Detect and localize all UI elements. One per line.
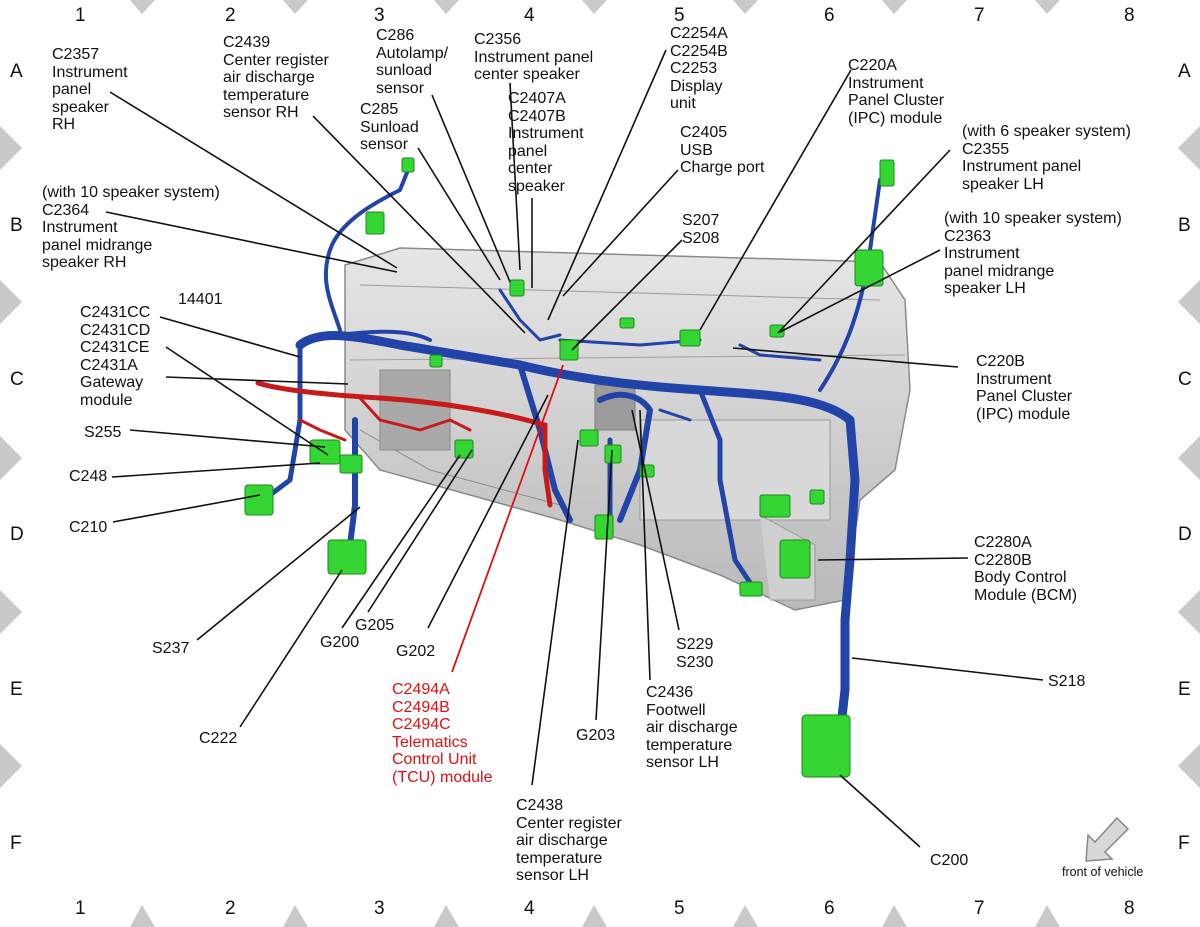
grid-col-7-top: 7	[974, 5, 985, 26]
callout-c2355: (with 6 speaker system) C2355 Instrument…	[962, 123, 1131, 193]
callout-14401: 14401	[178, 291, 223, 308]
grid-col-1-top: 1	[75, 5, 86, 26]
callout-c2254: C2254A C2254B C2253 Display unit	[670, 25, 728, 112]
grid-col-3-bottom: 3	[374, 898, 385, 919]
callout-s229: S229 S230	[676, 636, 714, 671]
callout-c248: C248	[69, 468, 108, 485]
grid-row-e-right: E	[1178, 679, 1191, 700]
callout-g202: G202	[396, 643, 436, 660]
callout-c222: C222	[199, 730, 238, 747]
callout-c2436: C2436 Footwell air discharge temperature…	[646, 684, 738, 771]
grid-col-5-top: 5	[674, 5, 685, 26]
callout-g205: G205	[355, 617, 395, 634]
grid-row-b-right: B	[1178, 215, 1191, 236]
red-wiring-harness	[255, 380, 553, 508]
grid-row-b-left: B	[10, 215, 23, 236]
grid-row-a-left: A	[10, 61, 23, 82]
callout-c2407: C2407A C2407B Instrument panel center sp…	[508, 90, 584, 195]
grid-col-4-top: 4	[524, 5, 535, 26]
front-of-vehicle-arrow-icon	[1085, 816, 1130, 862]
callout-g203: G203	[576, 727, 616, 744]
callout-c200: C200	[930, 852, 969, 869]
callout-c2405: C2405 USB Charge port	[680, 124, 765, 176]
callout-leader-lines	[105, 49, 1044, 848]
grid-col-2-top: 2	[225, 5, 236, 26]
grid-row-d-right: D	[1178, 524, 1192, 545]
grid-row-c-right: C	[1178, 369, 1192, 390]
callout-c2439: C2439 Center register air discharge temp…	[223, 34, 329, 121]
tcu-leader-line	[451, 364, 564, 673]
callout-c2357: C2357 Instrument panel speaker RH	[52, 46, 128, 133]
callout-c2364: (with 10 speaker system) C2364 Instrumen…	[42, 184, 220, 271]
callout-c220b: C220B Instrument Panel Cluster (IPC) mod…	[976, 353, 1073, 423]
callout-c286: C286 Autolamp/ sunload sensor	[376, 27, 449, 97]
callout-c2363: (with 10 speaker system) C2363 Instrumen…	[944, 210, 1122, 297]
grid-row-f-right: F	[1178, 833, 1190, 854]
callout-s218: S218	[1048, 673, 1086, 690]
callout-s255: S255	[84, 424, 122, 441]
grid-row-e-left: E	[10, 679, 23, 700]
grid-col-1-bottom: 1	[75, 898, 86, 919]
grid-row-a-right: A	[1178, 61, 1191, 82]
grid-col-5-bottom: 5	[674, 898, 685, 919]
callout-c2494-tcu: C2494A C2494B C2494C Telematics Control …	[392, 681, 493, 786]
instrument-panel-body	[344, 247, 911, 611]
grid-col-6-bottom: 6	[824, 898, 835, 919]
grid-row-f-left: F	[10, 833, 22, 854]
callout-c210: C210	[69, 519, 108, 536]
callout-c2431: C2431CC C2431CD C2431CE C2431A Gateway m…	[80, 304, 151, 409]
callout-c2438: C2438 Center register air discharge temp…	[516, 797, 622, 884]
front-of-vehicle-label: front of vehicle	[1062, 865, 1144, 879]
grid-col-8-bottom: 8	[1124, 898, 1135, 919]
callout-s207: S207 S208	[682, 212, 720, 247]
grid-row-c-left: C	[10, 369, 24, 390]
grid-row-d-left: D	[10, 524, 24, 545]
callout-s237: S237	[152, 640, 190, 657]
grid-col-3-top: 3	[374, 5, 385, 26]
callout-c285: C285 Sunload sensor	[360, 101, 419, 153]
callout-c2356: C2356 Instrument panel center speaker	[474, 31, 594, 83]
callout-g200: G200	[320, 634, 360, 651]
grid-col-2-bottom: 2	[225, 898, 236, 919]
grid-col-6-top: 6	[824, 5, 835, 26]
grid-col-4-bottom: 4	[524, 898, 535, 919]
grid-col-8-top: 8	[1124, 5, 1135, 26]
callout-c220a: C220A Instrument Panel Cluster (IPC) mod…	[848, 57, 945, 127]
grid-col-7-bottom: 7	[974, 898, 985, 919]
callout-c2280: C2280A C2280B Body Control Module (BCM)	[974, 534, 1078, 604]
